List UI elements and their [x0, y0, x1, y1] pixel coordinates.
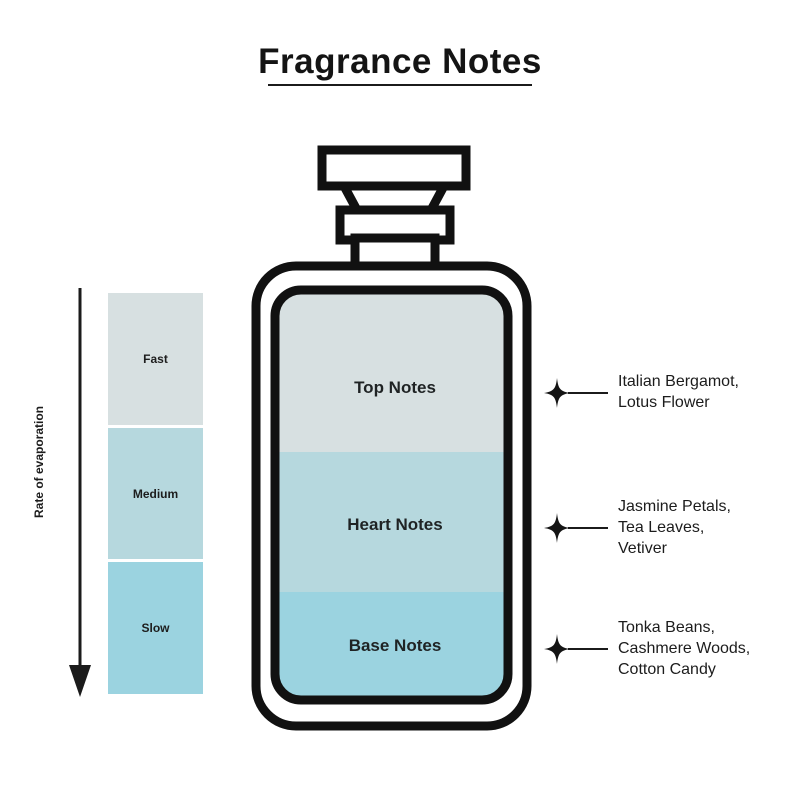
legend-item-slow[interactable]: Slow [108, 562, 203, 695]
callout-leader-line [568, 527, 608, 530]
callout-text-top-notes: Italian Bergamot, Lotus Flower [618, 373, 739, 411]
legend-label-fast: Fast [143, 351, 168, 366]
legend-item-medium[interactable]: Medium [108, 427, 203, 560]
title-underline [268, 84, 532, 86]
callout-leader-line [568, 648, 608, 651]
perfume-bottle-graphic [240, 138, 560, 738]
sparkle-star-icon [544, 513, 570, 544]
callout-text-heart-notes: Jasmine Petals, Tea Leaves, Vetiver [618, 498, 731, 557]
bottle-inner-body [270, 285, 513, 705]
down-arrow-icon [69, 288, 91, 697]
callout-base-notes[interactable]: Tonka Beans, Cashmere Woods, Cotton Cand… [544, 618, 750, 680]
legend-item-fast[interactable]: Fast [108, 293, 203, 425]
bottle-liquid [275, 290, 508, 700]
layer-label-heart-notes: Heart Notes [347, 515, 443, 534]
title-block: Fragrance Notes [0, 44, 800, 79]
layer-label-top-notes: Top Notes [354, 378, 436, 397]
page-title: Fragrance Notes [258, 42, 542, 81]
legend-label-medium: Medium [132, 486, 179, 501]
axis-label-rate-of-evaporation: Rate of evaporation [32, 405, 46, 519]
bottle-cap-top [317, 145, 471, 191]
sparkle-star-icon [544, 377, 570, 408]
layer-fill-base [275, 592, 508, 700]
callout-top-notes[interactable]: Italian Bergamot, Lotus Flower [544, 372, 739, 414]
legend-label-slow: Slow [141, 621, 170, 636]
callout-leader-line [568, 391, 608, 394]
legend: Fast Medium Slow [108, 293, 203, 695]
layer-label-base-notes: Base Notes [348, 636, 442, 655]
layer-fill-top [275, 290, 508, 452]
sparkle-star-icon [544, 634, 570, 665]
callout-heart-notes[interactable]: Jasmine Petals, Tea Leaves, Vetiver [544, 497, 731, 559]
layer-fill-heart [275, 452, 508, 592]
callout-text-base-notes: Tonka Beans, Cashmere Woods, Cotton Cand… [618, 619, 751, 678]
